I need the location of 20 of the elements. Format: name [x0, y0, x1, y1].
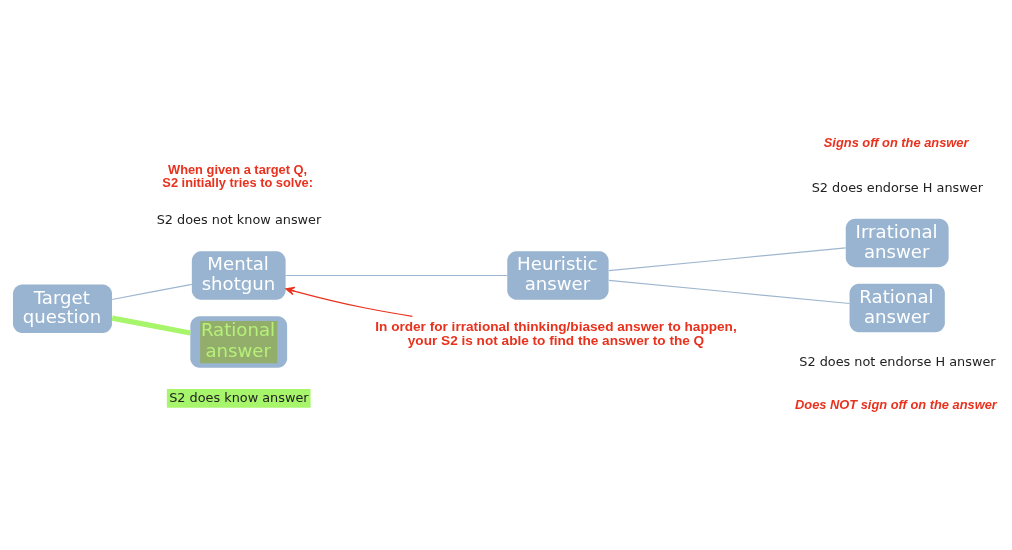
- node-box: Irrational answer: [845, 218, 949, 267]
- connector: [284, 274, 508, 276]
- connector: [607, 246, 846, 271]
- node-text: In order for irrational thinking/biased answer to happen, your S2 is not able to find the answer to the Q: [374, 318, 737, 348]
- label: When given a target Q, S2 initially tries to solve:: [161, 161, 313, 190]
- node-box: Target question: [12, 284, 112, 333]
- label: S2 does endorse H answer: [811, 179, 983, 195]
- node-box: Rational answer: [189, 315, 287, 368]
- connector: [607, 279, 850, 304]
- label: S2 does know answer: [168, 389, 309, 405]
- node-box: Mental shotgun: [191, 250, 286, 300]
- connector: [111, 315, 191, 336]
- connector: [111, 283, 192, 300]
- arrow: [284, 286, 413, 317]
- label: S2 does not know answer: [156, 211, 321, 227]
- node-box: Heuristic answer: [506, 250, 609, 300]
- label: Signs off on the answer: [823, 134, 968, 150]
- node-box: Rational answer: [849, 283, 945, 332]
- label: Does NOT sign off on the answer: [794, 396, 997, 412]
- label: S2 does not endorse H answer: [798, 353, 996, 369]
